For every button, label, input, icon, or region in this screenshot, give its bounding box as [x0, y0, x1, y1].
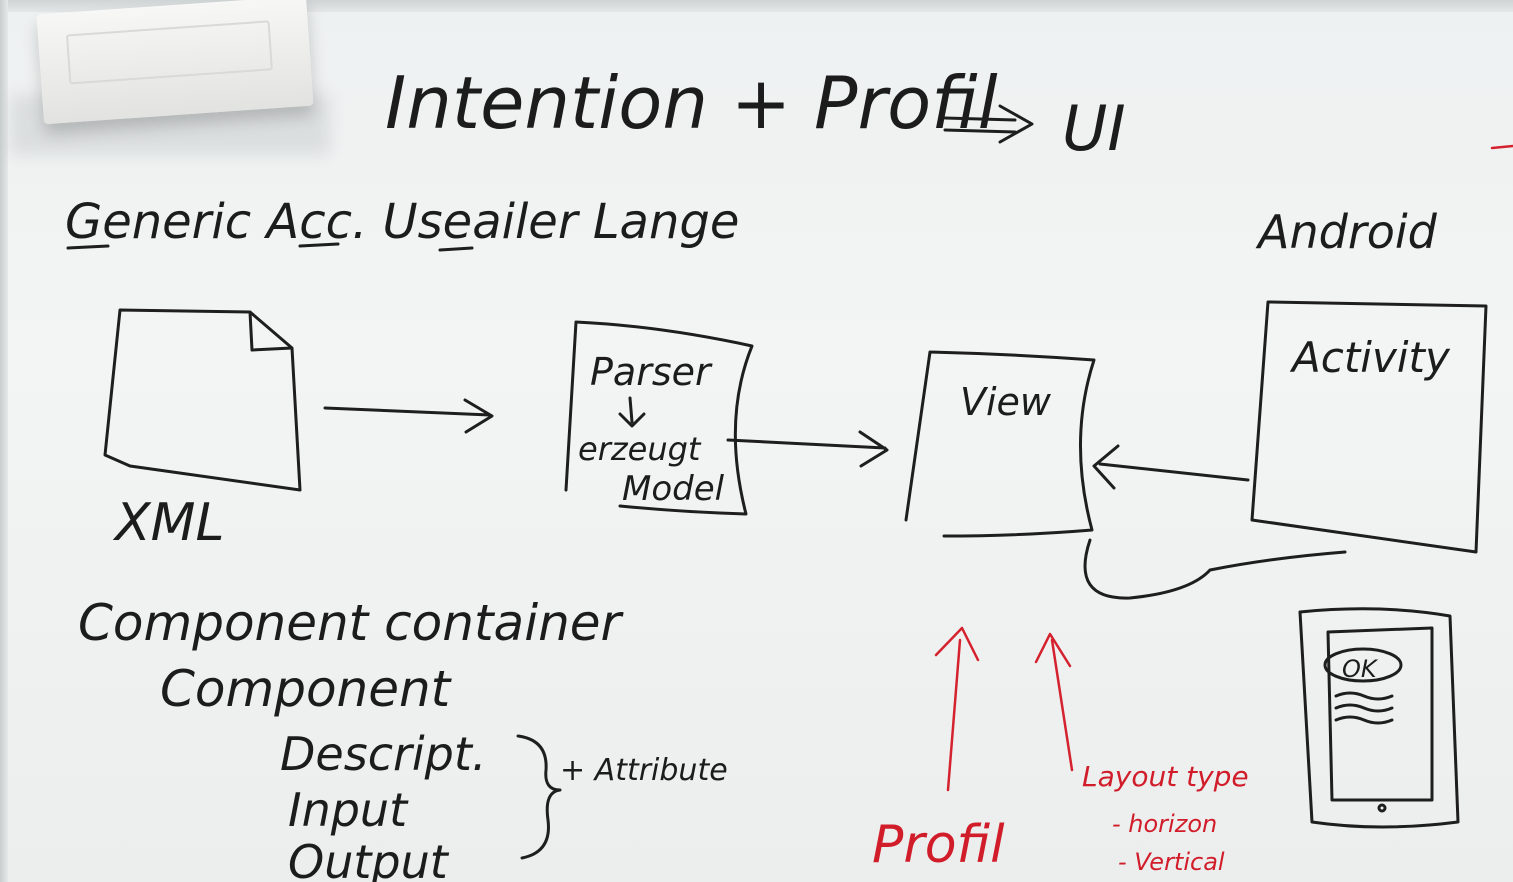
- parser-box: [564, 320, 754, 516]
- view-label: View: [960, 380, 1052, 424]
- phone-text-lines: [1334, 691, 1394, 725]
- title-text: Intention + Profil: [385, 61, 998, 145]
- description-text: Descript.: [280, 727, 487, 781]
- output-text: Output: [288, 835, 450, 882]
- view-box: [904, 350, 1096, 538]
- phone-ok-button: [1323, 647, 1403, 683]
- board-frame-top: [0, 0, 1513, 12]
- layout-type-label: Layout type: [1082, 760, 1249, 793]
- parser-label-2: erzeugt: [578, 430, 702, 468]
- title-arrow-target: UI: [1062, 92, 1126, 165]
- red-arrow-profil: [934, 626, 980, 792]
- arrow-parser-to-view: [726, 430, 889, 468]
- profil-label: Profil: [872, 815, 1005, 875]
- arrow-activity-to-view: [1092, 444, 1250, 490]
- parser-inner-arrow: [618, 396, 646, 428]
- curved-link: [1083, 538, 1347, 600]
- attribute-note: + Attribute: [560, 753, 728, 788]
- layout-option-horizontal: - horizon: [1112, 810, 1217, 838]
- phone-ok-label: OK: [1342, 655, 1379, 683]
- parser-label-1: Parser: [590, 350, 713, 394]
- curly-brace: [516, 734, 562, 860]
- activity-box: [1250, 300, 1488, 554]
- component-text: Component: [160, 660, 453, 718]
- component-container-text: Component container: [78, 594, 625, 652]
- input-text: Input: [288, 783, 409, 837]
- xml-label: XML: [112, 493, 224, 553]
- android-label: Android: [1255, 205, 1438, 259]
- xml-document-shape: [103, 308, 302, 492]
- phone-home-button: [1377, 803, 1387, 813]
- title-arrow: [943, 104, 1034, 144]
- board-frame-left: [0, 0, 8, 882]
- subtitle-underlines: [66, 242, 474, 252]
- subtitle-text: Generic Acc. Useailer Lange: [65, 194, 739, 250]
- red-arrow-layout: [1034, 632, 1074, 772]
- arrow-xml-to-parser: [323, 398, 494, 434]
- parser-label-3: Model: [622, 469, 725, 509]
- red-edge-mark: [1490, 144, 1513, 150]
- layout-option-vertical: - Vertical: [1118, 848, 1225, 876]
- phone-sketch: [1298, 607, 1460, 829]
- activity-label: Activity: [1289, 333, 1451, 382]
